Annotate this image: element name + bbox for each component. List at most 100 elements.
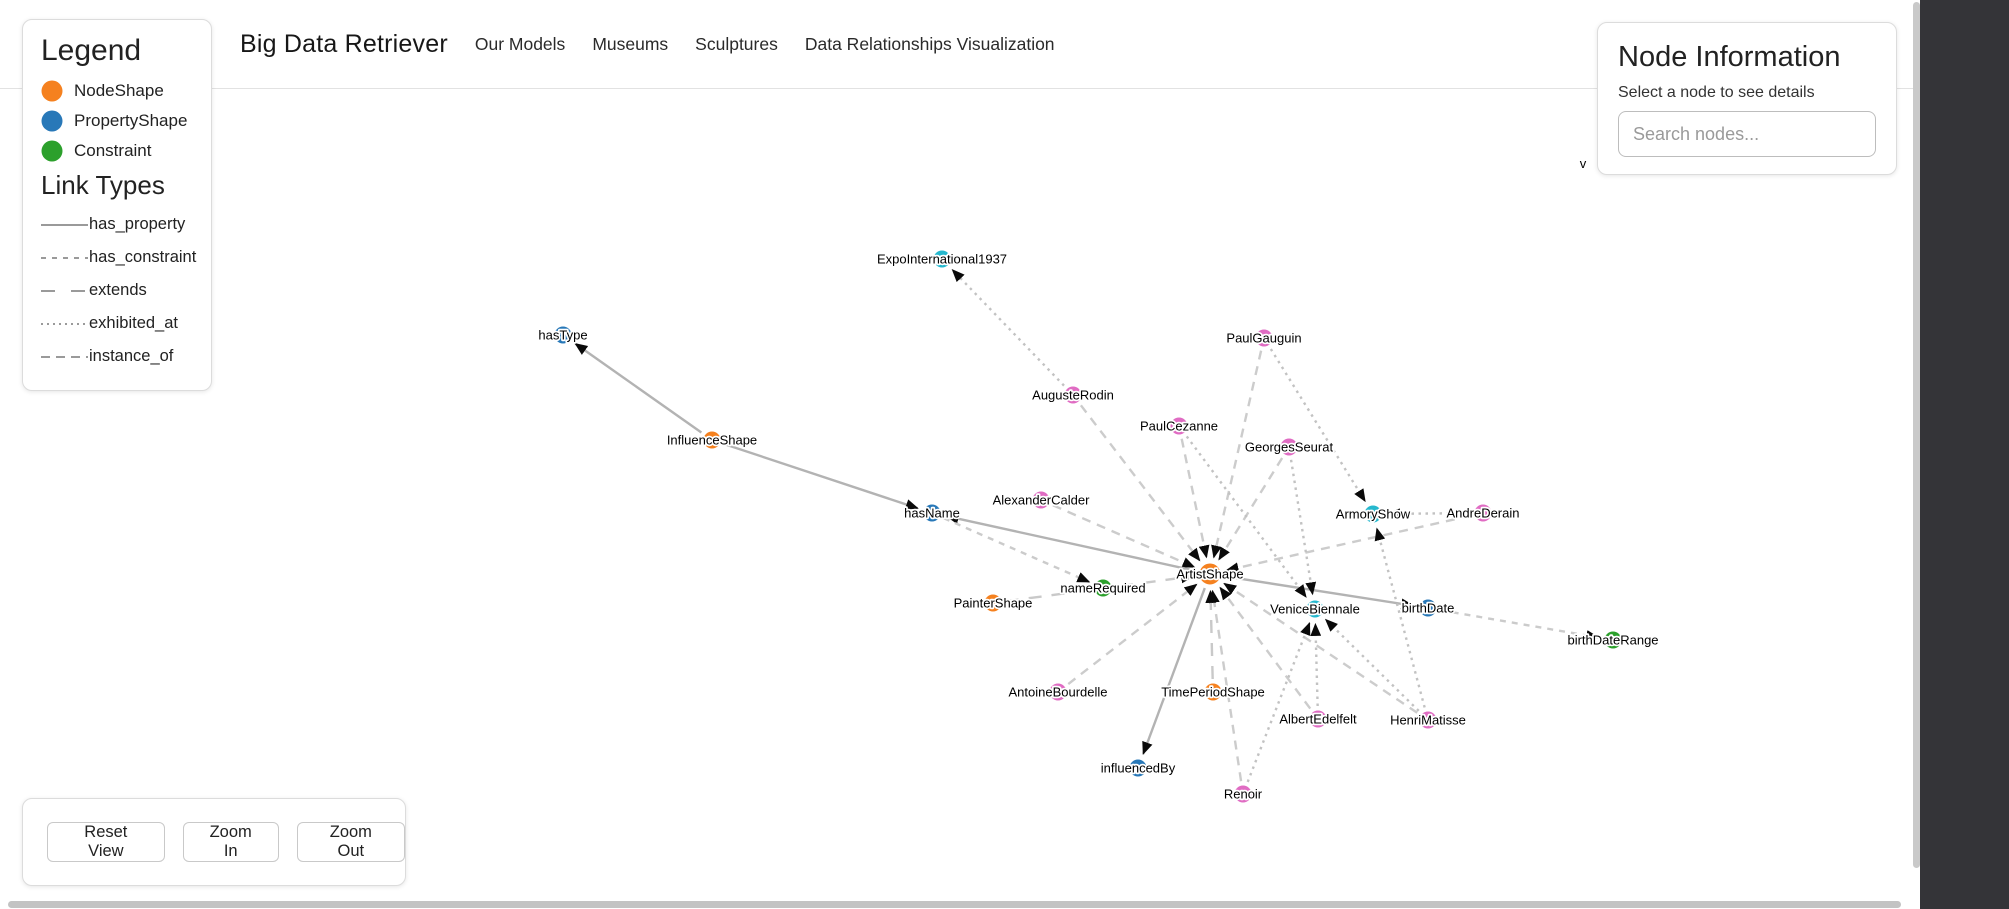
legend-title: Legend: [41, 34, 142, 67]
linktype-instance-of: instance_of: [41, 347, 211, 366]
node-label-nameRequired: nameRequired: [1060, 581, 1145, 596]
graph-node-birthDateRange[interactable]: [1601, 628, 1625, 652]
graph-node-influencedBy[interactable]: [1126, 756, 1150, 780]
edge-exhibited_at: [1246, 621, 1311, 783]
node-label-AugusteRodin: AugusteRodin: [1032, 388, 1114, 403]
graph-node-VeniceBiennale[interactable]: [1303, 597, 1327, 621]
edge-exhibited_at: [1289, 459, 1317, 596]
legend-item-nodeshape: NodeShape: [41, 80, 211, 102]
graph-node-ArmoryShow[interactable]: [1361, 502, 1385, 526]
solid-line-icon: [41, 223, 88, 226]
graph-node-HenriMatisse[interactable]: [1416, 708, 1440, 732]
edge-exhibited_at: [1374, 527, 1426, 708]
graph-node-AlbertEdelfelt[interactable]: [1306, 707, 1330, 731]
node-label-ExpoInternational1937: ExpoInternational1937: [877, 252, 1007, 267]
graph-node-AlexanderCalder[interactable]: [1029, 488, 1053, 512]
graph-node-Renoir[interactable]: [1231, 782, 1255, 806]
graph-node-InfluenceShape[interactable]: [700, 428, 724, 452]
node-information-title: Node Information: [1618, 41, 1841, 73]
zoom-out-button[interactable]: Zoom Out: [296, 822, 405, 862]
node-label-ArmoryShow: ArmoryShow: [1336, 507, 1411, 522]
edge-has_property: [1224, 575, 1415, 610]
edge-instance_of: [1052, 504, 1196, 569]
graph-node-AugusteRodin[interactable]: [1061, 383, 1085, 407]
graph-node-birthDate[interactable]: [1416, 596, 1440, 620]
dotted-line-icon: [41, 322, 88, 325]
reset-view-button[interactable]: Reset View: [47, 822, 165, 862]
node-label-AntoineBourdelle: AntoineBourdelle: [1008, 685, 1107, 700]
node-information-panel: Node Information Select a node to see de…: [1597, 22, 1897, 175]
graph-node-ExpoInternational1937[interactable]: [930, 247, 954, 271]
zoom-in-button[interactable]: Zoom In: [182, 822, 279, 862]
graph-node-TimePeriodShape[interactable]: [1201, 680, 1225, 704]
nav-links: Our Models Museums Sculptures Data Relat…: [475, 34, 1055, 55]
legend-item-constraint: Constraint: [41, 140, 211, 162]
edge-instance_of: [1180, 438, 1210, 559]
node-label-birthDateRange: birthDateRange: [1567, 633, 1658, 648]
node-label-InfluenceShape: InfluenceShape: [667, 433, 757, 448]
node-label-HenriMatisse: HenriMatisse: [1390, 713, 1466, 728]
node-label-influencedBy: influencedBy: [1101, 761, 1176, 776]
graph-node-hasName[interactable]: [920, 501, 944, 525]
vertical-scrollbar[interactable]: [1913, 2, 1920, 868]
propertyshape-dot-icon: [41, 110, 63, 132]
edge-instance_of: [1079, 404, 1201, 562]
graph-node-PaulCezanne[interactable]: [1167, 414, 1191, 438]
edge-instance_of: [1208, 589, 1243, 782]
linktype-has-constraint: has_constraint: [41, 248, 211, 267]
legend-panel: Legend NodeShape PropertyShape Constrain…: [22, 19, 212, 391]
node-label-hasType: hasType: [538, 328, 587, 343]
linktype-label: exhibited_at: [89, 314, 178, 332]
app-title: Big Data Retriever: [240, 29, 448, 58]
horizontal-scrollbar[interactable]: [8, 901, 1901, 908]
edge-has_property: [723, 442, 919, 510]
edge-exhibited_at: [1269, 348, 1367, 503]
legend-item-label: NodeShape: [74, 81, 164, 100]
graph-node-PaulGauguin[interactable]: [1252, 326, 1276, 350]
linktype-extends: extends: [41, 281, 211, 300]
edge-exhibited_at: [1185, 435, 1308, 598]
view-controls-panel: Reset View Zoom In Zoom Out: [22, 798, 406, 886]
node-label-AlbertEdelfelt: AlbertEdelfelt: [1279, 712, 1357, 727]
graph-node-GeorgesSeurat[interactable]: [1277, 435, 1301, 459]
graph-node-ArtistShape[interactable]: [1196, 560, 1224, 588]
graph-canvas[interactable]: ExpoInternational1937 hasTypeInfluenceSha…: [0, 0, 1920, 909]
edge-instance_of: [1067, 583, 1198, 685]
edge-has_constraint: [943, 517, 1091, 584]
graph-node-nameRequired[interactable]: [1091, 576, 1115, 600]
nav-link-data-relationships[interactable]: Data Relationships Visualization: [804, 33, 1055, 54]
edge-has_property: [1142, 587, 1206, 755]
graph-node-AndreDerain[interactable]: [1471, 501, 1495, 525]
small-dash-line-icon: [41, 256, 88, 259]
search-input[interactable]: [1618, 111, 1876, 157]
graph-node-AntoineBourdelle[interactable]: [1046, 680, 1070, 704]
nodeshape-dot-icon: [41, 80, 63, 102]
node-label-AndreDerain: AndreDerain: [1447, 506, 1520, 521]
legend-item-propertyshape: PropertyShape: [41, 110, 211, 132]
linktype-label: instance_of: [89, 347, 174, 365]
graph-node-PainterShape[interactable]: [981, 591, 1005, 615]
node-label-Renoir: Renoir: [1224, 787, 1263, 802]
edge-instance_of: [1211, 350, 1263, 559]
graph-node-hasType[interactable]: [551, 323, 575, 347]
node-label-GeorgesSeurat: GeorgesSeurat: [1245, 440, 1334, 455]
nav-link-our-models[interactable]: Our Models: [474, 33, 566, 54]
linktype-has-property: has_property: [41, 215, 211, 234]
nav-link-sculptures[interactable]: Sculptures: [695, 33, 778, 54]
linktype-label: extends: [89, 281, 147, 299]
node-label-ArtistShape: ArtistShape: [1176, 567, 1243, 582]
medium-dash-line-icon: [41, 355, 88, 358]
legend-item-label: PropertyShape: [74, 111, 188, 130]
constraint-dot-icon: [41, 140, 63, 162]
node-information-subtitle: Select a node to see details: [1618, 84, 1815, 101]
edge-exhibited_at: [1310, 622, 1322, 707]
edge-instance_of: [1225, 514, 1471, 573]
node-label-AlexanderCalder: AlexanderCalder: [993, 493, 1091, 508]
node-label-PaulCezanne: PaulCezanne: [1140, 419, 1218, 434]
edge-has_property: [574, 342, 703, 434]
edge-extends: [1205, 589, 1217, 680]
edge-instance_of: [1223, 582, 1418, 714]
edge-has_property: [945, 513, 1196, 572]
nav-link-museums[interactable]: Museums: [592, 33, 669, 54]
devtools-dark-panel: [1920, 0, 2009, 909]
